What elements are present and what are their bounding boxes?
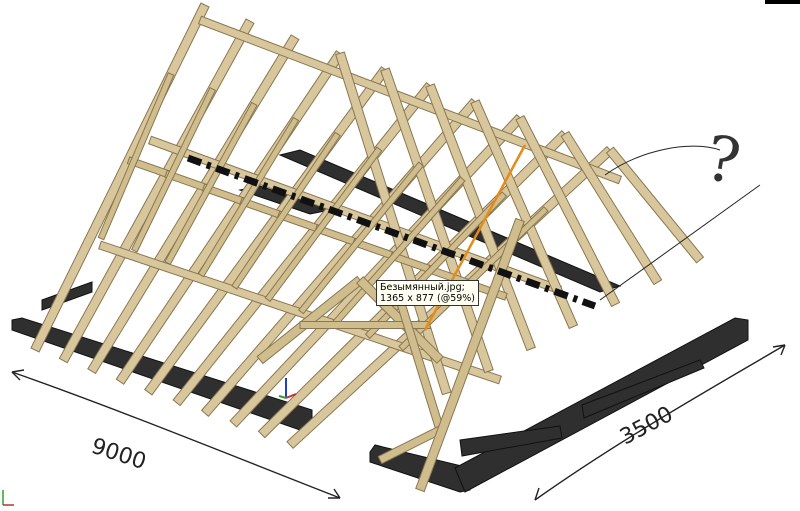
corner-axis-icon [2, 490, 14, 506]
foundation-beams [11, 149, 749, 493]
struts [97, 72, 549, 493]
rafter-right [470, 99, 579, 330]
tooltip-dimensions: 1365 x 877 (@59%) [380, 293, 476, 304]
dim-label-9000: 9000 [88, 434, 149, 475]
strut [130, 87, 217, 253]
ridge-highlight [186, 154, 597, 310]
dim-label-3500: 3500 [616, 402, 677, 450]
strut [297, 161, 425, 315]
strut [97, 72, 175, 241]
strut [231, 131, 341, 290]
rafter-right [515, 115, 621, 308]
leader-line [599, 184, 761, 301]
image-tooltip: Безымянный.jpg; 1365 x 877 (@59%) [376, 280, 480, 306]
right-hip [415, 217, 525, 493]
axis-triad-icon [278, 378, 297, 399]
rafter-right [560, 130, 663, 286]
corner-bar [765, 0, 800, 4]
strut [164, 101, 258, 266]
rafter-right [605, 146, 705, 264]
tooltip-filename: Безымянный.jpg; [380, 282, 465, 293]
strut [264, 146, 383, 303]
purlin [197, 15, 623, 185]
leader-curve [604, 145, 721, 176]
strut [197, 116, 300, 278]
beam-front-mid [459, 425, 563, 457]
dimension-9000: 9000 [11, 369, 341, 499]
question-mark: ? [700, 121, 745, 199]
beam-right-short [581, 359, 705, 419]
